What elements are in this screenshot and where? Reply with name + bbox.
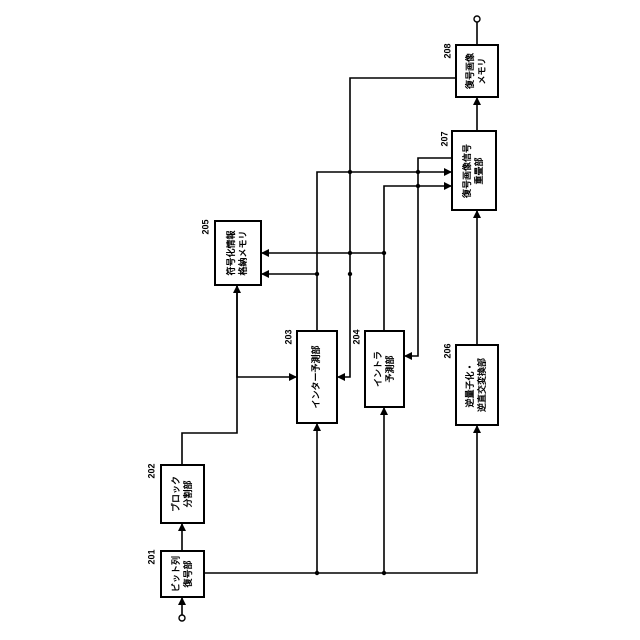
junction-dot [348, 170, 352, 174]
block-divider-label: ブロック 分割部 [171, 476, 195, 512]
junction-dot [382, 251, 386, 255]
output-terminal [474, 16, 480, 22]
junction-dot [315, 272, 319, 276]
junction-dot [416, 170, 420, 174]
ref-202: 202 [147, 463, 157, 478]
ref-205: 205 [201, 219, 211, 234]
ref-207: 207 [440, 131, 450, 146]
inverse-quant-transform-block: 逆量子化・ 逆直交変換部 [455, 344, 499, 426]
decoded-image-memory-label: 復号画像 メモリ [465, 53, 489, 89]
coding-info-memory-block: 符号化情報 格納メモリ [214, 220, 262, 286]
bitstream-decoder-label: ビット列 復号部 [171, 556, 195, 592]
junction-dot [348, 251, 352, 255]
inter-prediction-label: インター予測部 [311, 345, 323, 408]
block-divider-block: ブロック 分割部 [160, 464, 205, 524]
line-201-206 [205, 426, 477, 573]
line-203-205 [262, 274, 317, 330]
junction-dot [315, 571, 319, 575]
line-204-205 [262, 253, 384, 330]
decoded-signal-superimposer-block: 復号画像信号 重畳部 [451, 130, 497, 211]
ref-204: 204 [352, 329, 362, 344]
decoded-image-memory-block: 復号画像 メモリ [455, 44, 499, 98]
coding-info-memory-label: 符号化情報 格納メモリ [226, 230, 250, 275]
ref-208: 208 [443, 43, 453, 58]
ref-206: 206 [443, 343, 453, 358]
junction-dot [416, 184, 420, 188]
intra-prediction-label: イントラ 予測部 [373, 351, 397, 387]
bitstream-decoder-block: ビット列 復号部 [160, 550, 205, 598]
input-terminal [179, 615, 185, 621]
intra-prediction-block: イントラ 予測部 [364, 330, 405, 408]
decoded-signal-superimposer-label: 復号画像信号 重畳部 [462, 143, 486, 197]
junction-dot [382, 571, 386, 575]
line-202-205 [182, 286, 237, 464]
inverse-quant-transform-label: 逆量子化・ 逆直交変換部 [465, 358, 489, 412]
ref-203: 203 [284, 329, 294, 344]
inter-prediction-block: インター予測部 [296, 330, 338, 424]
ref-201: 201 [147, 549, 157, 564]
junction-dot [348, 272, 352, 276]
